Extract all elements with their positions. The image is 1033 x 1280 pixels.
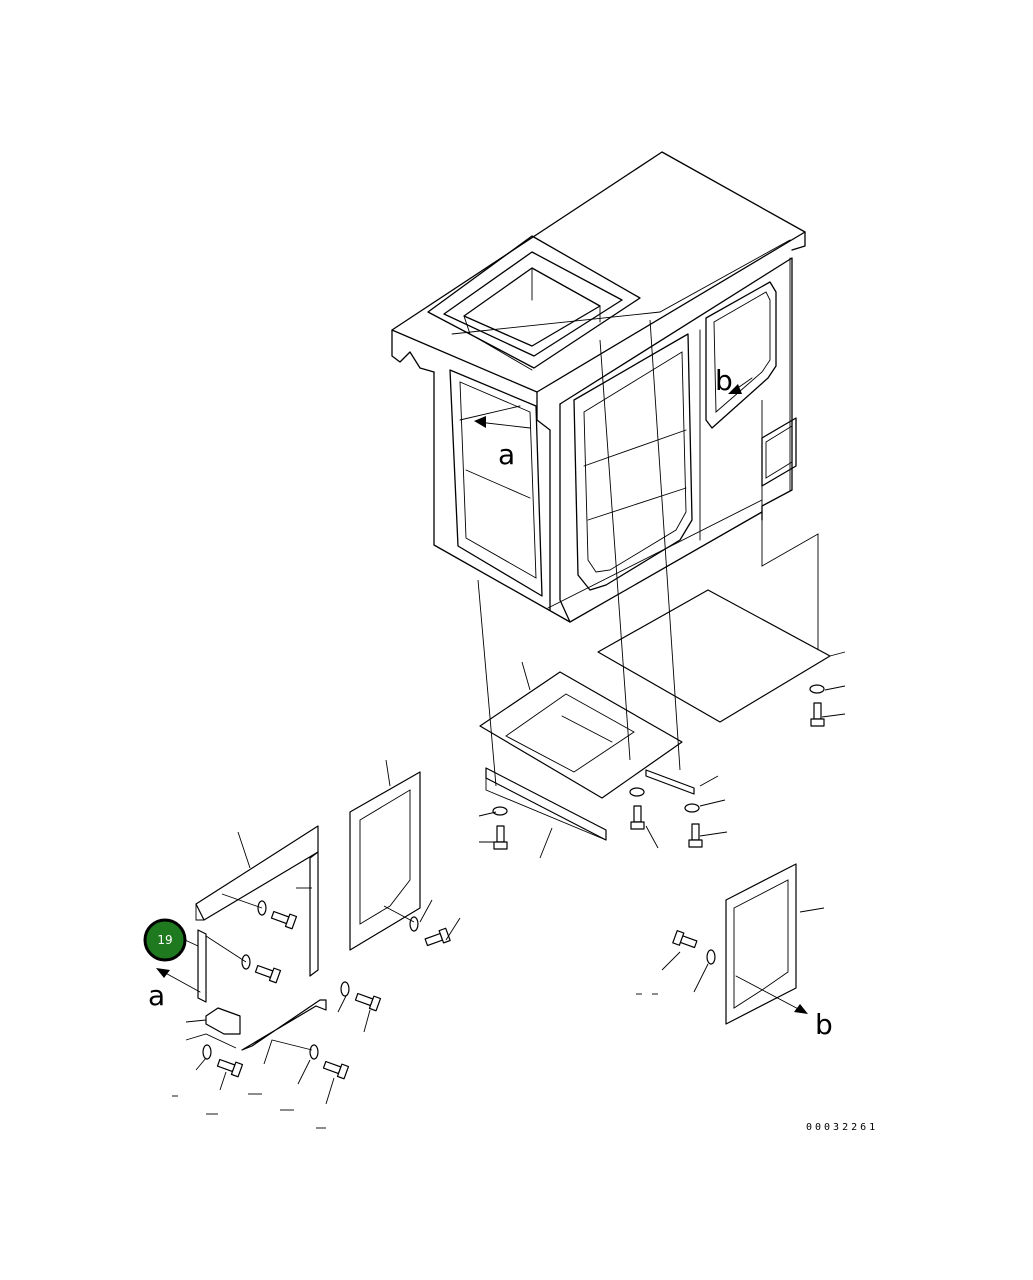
vertical-strip: [309, 851, 319, 977]
bracket-long: [241, 999, 327, 1051]
leader-lines: [172, 319, 846, 1129]
floor-plate-right: [597, 589, 831, 723]
floor-plate-center: [479, 671, 683, 799]
view-label-a-cab: a: [498, 438, 515, 471]
view-arrows: [156, 377, 808, 1014]
view-label-b-cab: b: [715, 364, 733, 397]
lower-left-panel: [197, 929, 207, 1003]
view-label-b-right: b: [815, 1008, 833, 1041]
window-frame-left: [349, 771, 421, 951]
drawing-code: 00032261: [806, 1122, 878, 1133]
angle-bar: [485, 767, 607, 841]
bracket-small: [205, 1007, 241, 1035]
strip-plate: [645, 769, 695, 795]
cab-body: [391, 151, 806, 623]
view-label-a-left: a: [148, 979, 165, 1012]
callout-number: 19: [157, 933, 172, 947]
callout-badge[interactable]: 19: [143, 918, 187, 962]
window-frame-right: [725, 863, 797, 1025]
